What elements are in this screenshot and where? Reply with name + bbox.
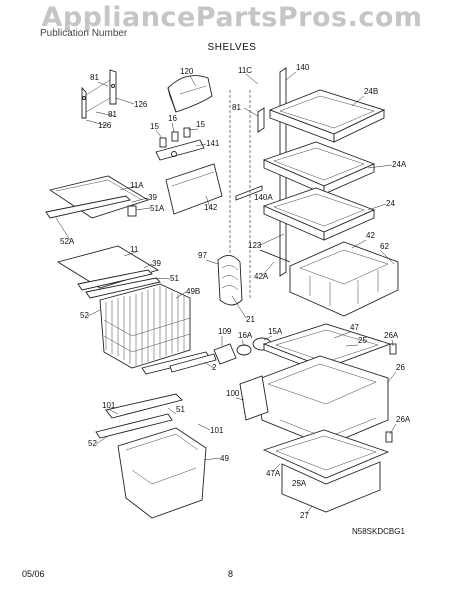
small-parts-109-15a	[169, 337, 272, 373]
wire-basket-49b	[99, 283, 211, 375]
label-16: 16	[168, 114, 177, 123]
clips-15-16	[155, 127, 205, 161]
label-142: 142	[204, 203, 218, 212]
label-47a: 47A	[266, 469, 281, 478]
label-120: 120	[180, 67, 194, 76]
label-109: 109	[218, 327, 232, 336]
shelf-11	[56, 245, 161, 299]
label-81: 81	[90, 73, 99, 82]
shelf-11a	[45, 175, 150, 219]
footer-date: 05/06	[22, 569, 45, 579]
label-97: 97	[198, 251, 207, 260]
label-21: 21	[246, 315, 255, 324]
label-25a: 25A	[292, 479, 307, 488]
crisper-27	[262, 429, 390, 513]
label-24: 24	[386, 199, 395, 208]
label-140: 140	[296, 63, 310, 72]
label-15b: 15	[196, 120, 205, 129]
label-24a: 24A	[392, 160, 407, 169]
bracket-100	[239, 375, 269, 421]
label-26: 26	[396, 363, 405, 372]
crisper-62	[259, 241, 399, 317]
label-42a: 42A	[254, 272, 269, 281]
label-24b: 24B	[364, 87, 378, 96]
label-49b: 49B	[186, 287, 200, 296]
label-62: 62	[380, 242, 389, 251]
label-2: 2	[212, 363, 217, 372]
label-81b: 81	[108, 110, 117, 119]
label-39: 39	[148, 193, 157, 202]
label-42: 42	[366, 231, 375, 240]
label-47: 47	[350, 323, 359, 332]
leader-lines	[55, 71, 397, 515]
label-51: 51	[170, 274, 179, 283]
cover-142	[165, 163, 223, 215]
label-26a-b: 26A	[396, 415, 411, 424]
label-140a: 140A	[254, 193, 273, 202]
label-141: 141	[206, 139, 220, 148]
label-25: 25	[358, 336, 367, 345]
label-51a: 51A	[150, 204, 165, 213]
label-52a: 52A	[60, 237, 75, 246]
bin-49	[95, 393, 207, 519]
bracket-81-126	[81, 69, 117, 119]
part-labels: 81 120 126 81 126 15 16 15 141 11A 39 51…	[60, 63, 411, 536]
label-123: 123	[248, 241, 262, 250]
label-39b: 39	[152, 259, 161, 268]
publication-subtitle: Publication Number	[40, 28, 128, 39]
shelf-24	[235, 185, 376, 241]
label-100: 100	[226, 389, 240, 398]
coil-97	[217, 255, 243, 306]
section-title: SHELVES	[207, 42, 257, 53]
label-101: 101	[102, 401, 116, 410]
label-126b: 126	[98, 121, 112, 130]
shelf-24b	[257, 89, 386, 143]
crisper-pan-26	[255, 343, 397, 447]
label-11a: 11A	[130, 181, 144, 190]
label-26a: 26A	[384, 331, 399, 340]
label-15: 15	[150, 122, 159, 131]
label-81c: 81	[232, 103, 241, 112]
label-52: 52	[80, 311, 89, 320]
watermark-logo: AppliancePartsPros.com	[41, 2, 423, 33]
label-52b: 52	[88, 439, 97, 448]
label-51b: 51	[176, 405, 185, 414]
bin-120	[167, 75, 213, 113]
label-27: 27	[300, 511, 309, 520]
label-11: 11	[130, 245, 139, 254]
footer-page-number: 8	[228, 569, 234, 579]
label-49: 49	[220, 454, 229, 463]
diagram-code: N58SKDCBG1	[352, 527, 405, 536]
label-101b: 101	[210, 426, 224, 435]
label-16a: 16A	[238, 331, 253, 340]
shelf-24a	[262, 141, 376, 195]
label-15a: 15A	[268, 327, 283, 336]
label-126: 126	[134, 100, 148, 109]
label-11c: 11C	[238, 66, 252, 75]
